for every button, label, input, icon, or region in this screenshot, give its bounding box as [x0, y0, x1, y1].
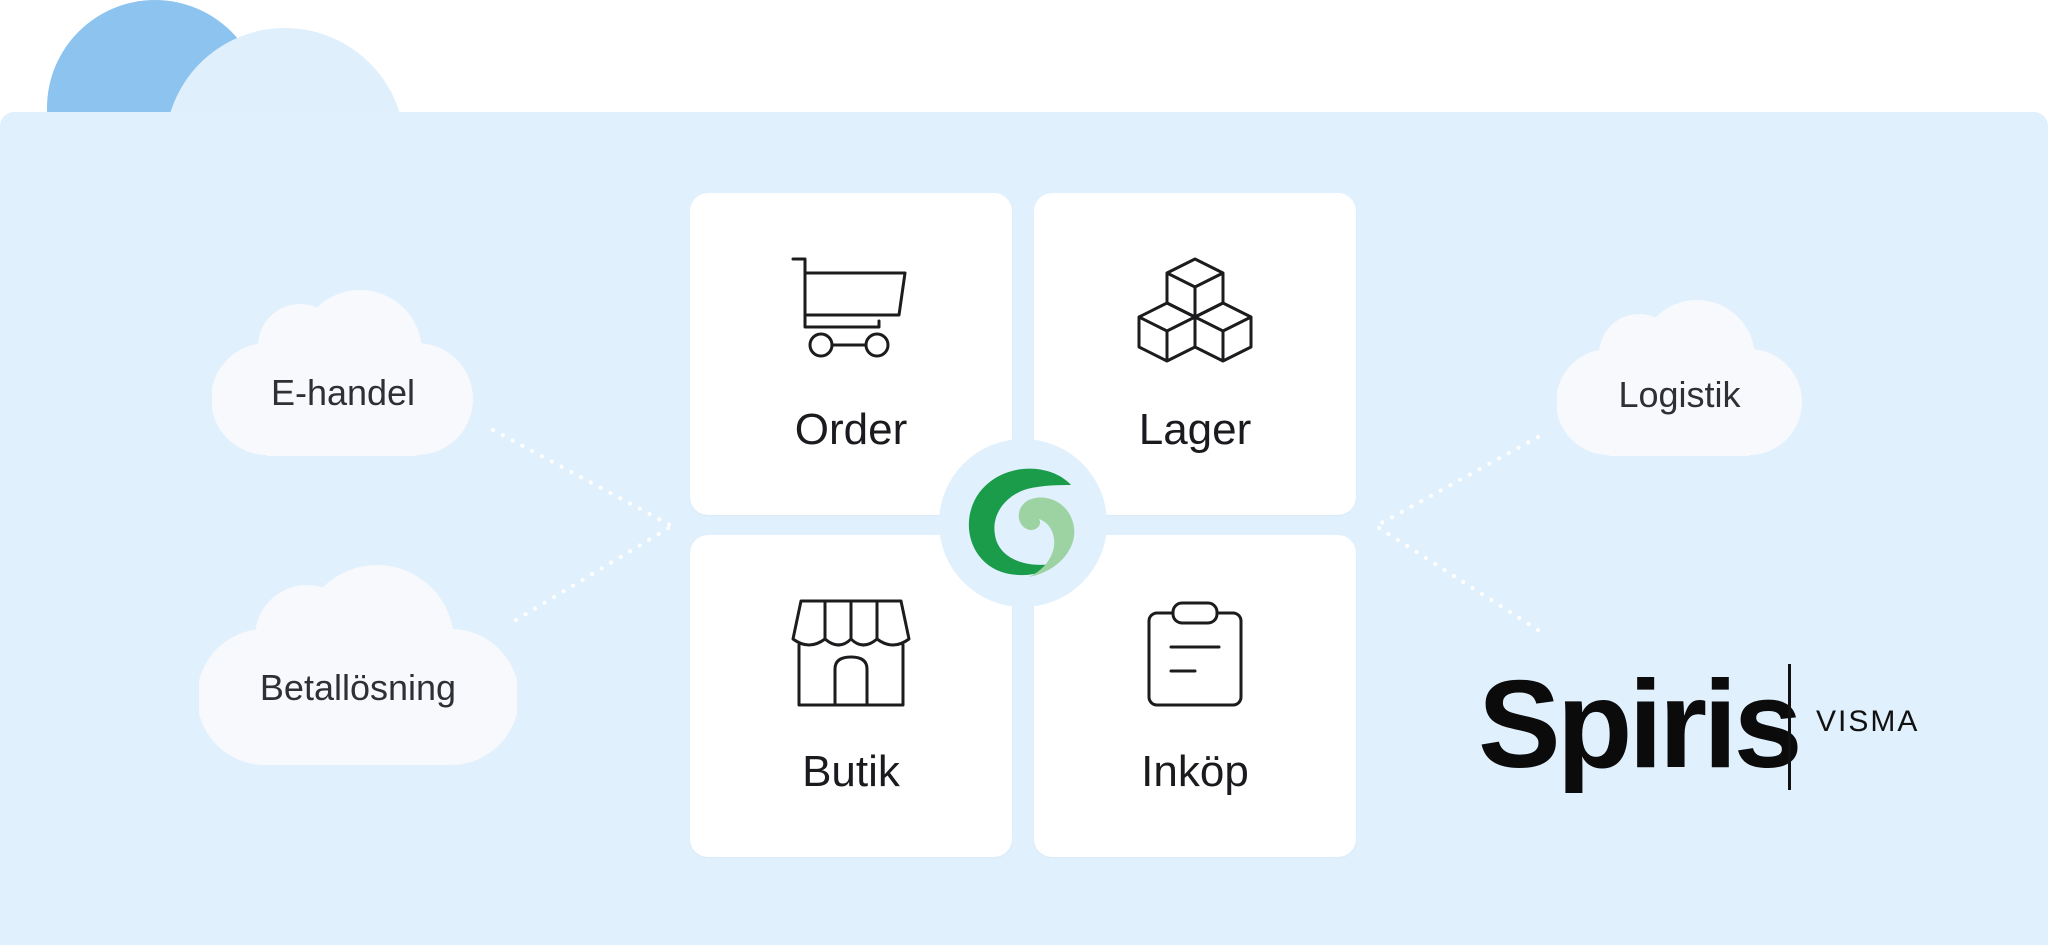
integration-label: Logistik — [1618, 374, 1741, 415]
decorative-cloud-icon — [47, 0, 402, 120]
module-label: Inköp — [1141, 747, 1249, 796]
cloud-icon — [199, 565, 517, 765]
cloud-icon — [212, 290, 473, 456]
integration-label: Betallösning — [259, 667, 457, 708]
module-label: Lager — [1138, 405, 1252, 454]
integration-label: E-handel — [270, 372, 416, 413]
brand-divider — [1788, 664, 1791, 790]
module-card-order[interactable]: Order — [690, 193, 1012, 515]
integration-cloud-logistik[interactable]: Logistik — [1557, 300, 1802, 456]
integration-cloud-betallosning[interactable]: Betallösning — [199, 565, 517, 765]
hub-logo — [939, 439, 1107, 607]
stacked-boxes-icon — [1137, 257, 1253, 363]
brand-sub: VISMA — [1816, 705, 1920, 738]
module-card-butik[interactable]: Butik — [690, 535, 1012, 857]
cloud-icon — [1557, 300, 1802, 456]
module-label: Butik — [802, 747, 900, 796]
brand-name: Spiris — [1478, 656, 1803, 794]
module-card-lager[interactable]: Lager — [1034, 193, 1356, 515]
clipboard-icon — [1147, 601, 1243, 707]
shopping-cart-icon — [791, 257, 907, 358]
module-label: Order — [794, 405, 908, 454]
brand-logo: Spiris VISMA — [1478, 660, 1938, 790]
integration-cloud-ehandel[interactable]: E-handel — [212, 290, 474, 456]
swirl-logo-icon — [968, 468, 1075, 577]
module-card-inkop[interactable]: Inköp — [1034, 535, 1356, 857]
storefront-icon — [791, 599, 911, 707]
